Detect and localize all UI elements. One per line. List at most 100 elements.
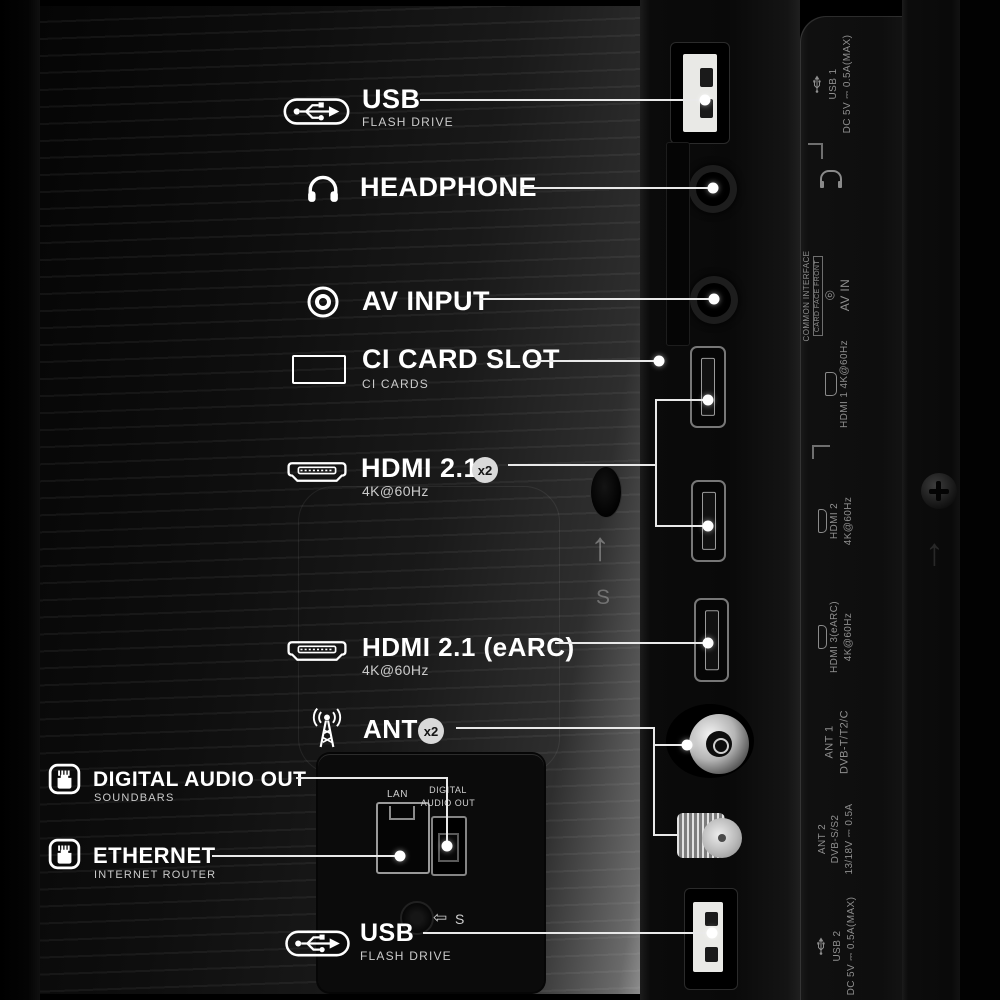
bracket-mark bbox=[808, 143, 823, 159]
callout-dot-hdmi2 bbox=[702, 520, 714, 532]
usb1-tongue bbox=[683, 54, 717, 132]
panel-text: USB 1 bbox=[828, 68, 840, 100]
tv-left-edge bbox=[0, 0, 40, 1000]
usb1-pin bbox=[700, 68, 713, 87]
panel-text: 4K@60Hz bbox=[842, 612, 854, 662]
usb-mini-icon bbox=[815, 936, 831, 956]
callout-sub-dao: SOUNDBARS bbox=[94, 792, 175, 804]
callout-vline-dao bbox=[446, 777, 448, 842]
optical-audio-port bbox=[431, 816, 467, 876]
callout-dot-dao bbox=[441, 840, 453, 852]
screw-slot bbox=[929, 489, 949, 494]
callout-line-ant bbox=[456, 727, 655, 729]
callout-dot-av-input bbox=[708, 293, 720, 305]
panel-label-ant2: ANT 2 DVB-S/S2 13/18V ⎓ 0.5A bbox=[816, 794, 855, 884]
headphone-icon bbox=[306, 171, 340, 208]
panel-label-usb2: USB 2 DC 5V ⎓ 0.5A(MAX) bbox=[813, 888, 859, 1000]
callout-line-dao bbox=[296, 777, 448, 779]
callout-dot-earc bbox=[702, 637, 714, 649]
callout-dot-headphone bbox=[707, 182, 719, 194]
callout-dot-usb-bottom bbox=[706, 927, 718, 939]
usb2-pin bbox=[705, 947, 718, 962]
callout-line-ant2 bbox=[653, 834, 678, 836]
s-mode-arrow: ⇦ bbox=[433, 908, 448, 927]
digital-audio-printed-label-2: AUDIO OUT bbox=[420, 798, 476, 808]
panel-label-usb1: USB 1 DC 5V ⎓ 0.5A(MAX) bbox=[808, 24, 856, 144]
bracket-mark bbox=[812, 445, 830, 459]
embossed-arrow: ↑ bbox=[590, 525, 610, 569]
ci-card-slot-opening bbox=[666, 142, 690, 346]
lan-printed-label: LAN bbox=[387, 789, 408, 800]
headphone-mini-icon bbox=[820, 170, 842, 188]
usb-icon bbox=[283, 98, 350, 130]
callout-line-usb-top bbox=[420, 99, 705, 101]
panel-text: AV IN bbox=[838, 278, 852, 312]
panel-label-hdmi1: HDMI 1 4K@60Hz bbox=[824, 334, 852, 434]
digital-audio-printed-label-1: DIGITAL bbox=[429, 785, 467, 795]
panel-text: HDMI 1 4K@60Hz bbox=[839, 340, 851, 428]
callout-line-hdmi2 bbox=[655, 525, 707, 527]
callout-label-usb-bottom: USB bbox=[360, 919, 415, 947]
hdmi-icon bbox=[286, 459, 348, 490]
callout-dot-ethernet bbox=[394, 850, 406, 862]
panel-text: HDMI 3(eARC) bbox=[829, 600, 840, 674]
callout-label-av-input: AV INPUT bbox=[362, 286, 491, 316]
callout-line-av-input bbox=[480, 298, 714, 300]
antenna-icon bbox=[308, 703, 346, 755]
callout-sub-usb-top: FLASH DRIVE bbox=[362, 115, 454, 129]
callout-label-headphone: HEADPHONE bbox=[360, 172, 538, 202]
hdmi1-pins bbox=[701, 357, 715, 417]
embossed-arrow-right: ↑ bbox=[925, 532, 944, 574]
panel-label-hdmi3: HDMI 3(eARC) 4K@60Hz bbox=[818, 587, 854, 687]
rj45-icon bbox=[48, 838, 81, 875]
callout-label-dao: DIGITAL AUDIO OUT bbox=[93, 768, 307, 791]
ci-card-icon bbox=[292, 355, 346, 384]
hdmi1-port bbox=[690, 346, 726, 428]
callout-sub-hdmi21: 4K@60Hz bbox=[362, 483, 429, 499]
rca-icon bbox=[306, 285, 340, 324]
lan-port-notch bbox=[389, 806, 415, 820]
ant2-connector-hole bbox=[718, 834, 726, 842]
x2-badge: x2 bbox=[418, 718, 444, 744]
hdmi-icon bbox=[286, 638, 348, 669]
hdmi-mini-icon bbox=[818, 625, 827, 649]
callout-dot-usb-top bbox=[699, 94, 711, 106]
panel-label-ant1: ANT 1 DVB-T/T2/C bbox=[824, 695, 852, 790]
panel-text: DVB-S/S2 bbox=[830, 814, 842, 864]
panel-label-hdmi2: HDMI 2 4K@60Hz bbox=[818, 481, 854, 561]
callout-dot-ant1 bbox=[681, 739, 693, 751]
panel-label-av-in: ◎ AV IN bbox=[822, 265, 852, 325]
panel-text: DC 5V ⎓ 0.5A(MAX) bbox=[841, 34, 853, 134]
callout-line-earc bbox=[555, 642, 708, 644]
s-mode-label: S bbox=[455, 911, 465, 927]
callout-dot-ci bbox=[653, 355, 665, 367]
port-label-panel bbox=[800, 16, 902, 1000]
tv-right-edge bbox=[960, 0, 1000, 1000]
callout-line-usb-bottom bbox=[423, 932, 712, 934]
callout-label-usb-top: USB bbox=[362, 84, 421, 114]
lan-port bbox=[376, 802, 430, 874]
panel-text: ANT 1 bbox=[823, 725, 836, 759]
usb2-pin bbox=[705, 912, 718, 926]
callout-label-hdmi21: HDMI 2.1 bbox=[361, 453, 480, 483]
rca-mini-icon: ◎ bbox=[822, 289, 837, 301]
callout-line-hdmi21 bbox=[508, 464, 656, 466]
callout-label-ethernet: ETHERNET bbox=[93, 843, 216, 868]
ant1-pin bbox=[713, 738, 729, 754]
callout-line-headphone bbox=[522, 187, 713, 189]
callout-label-earc: HDMI 2.1 (eARC) bbox=[362, 632, 575, 662]
callout-line-ci bbox=[530, 360, 659, 362]
callout-sub-usb-bottom: FLASH DRIVE bbox=[360, 949, 452, 963]
callout-label-ant: ANT bbox=[363, 714, 418, 744]
callout-label-ci: CI CARD SLOT bbox=[362, 344, 560, 374]
panel-text: ANT 2 bbox=[816, 823, 828, 855]
panel-text: DC 5V ⎓ 0.5A(MAX) bbox=[845, 896, 857, 996]
callout-bracket-ant bbox=[653, 727, 655, 836]
panel-text: 13/18V ⎓ 0.5A bbox=[843, 803, 855, 875]
usb-icon bbox=[285, 930, 350, 962]
usb-mini-icon bbox=[811, 74, 827, 94]
embossed-s: S bbox=[596, 586, 611, 609]
panel-text: DVB-T/T2/C bbox=[838, 710, 851, 774]
hdmi-mini-icon bbox=[825, 372, 838, 396]
